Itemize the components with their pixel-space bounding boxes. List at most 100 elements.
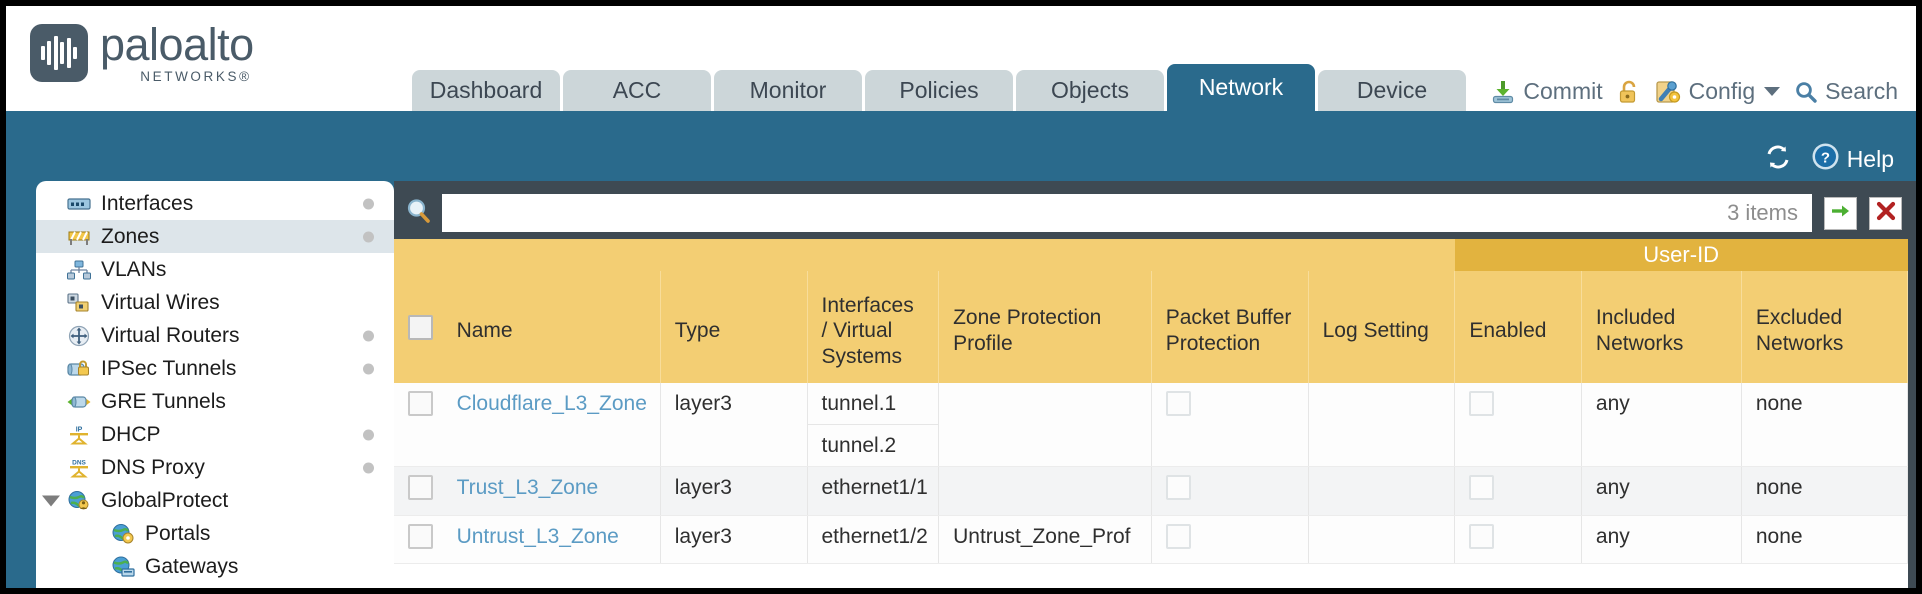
- userid-enabled-checkbox[interactable]: [1469, 391, 1495, 416]
- column-header-zone-protection-profile[interactable]: Zone Protection Profile: [938, 271, 1152, 383]
- group-header-spacer: [394, 239, 1455, 271]
- cell-excluded-networks: none: [1741, 466, 1908, 516]
- network-sidebar: Interfaces Zones: [36, 181, 394, 588]
- userid-enabled-checkbox[interactable]: [1469, 523, 1495, 549]
- collapse-triangle-icon[interactable]: [42, 495, 60, 506]
- cell-name: Trust_L3_Zone: [442, 466, 661, 516]
- search-label: Search: [1825, 78, 1898, 104]
- sidebar-item-zones[interactable]: Zones: [36, 220, 394, 253]
- search-magnifier-icon: [1794, 80, 1818, 104]
- zones-table-body: Cloudflare_L3_Zone layer3 tunnel.1 tunne…: [394, 383, 1908, 564]
- tab-monitor[interactable]: Monitor: [714, 70, 862, 111]
- sidebar-item-virtual-routers[interactable]: Virtual Routers: [36, 319, 394, 352]
- cell-interfaces: tunnel.1 tunnel.2: [807, 383, 940, 468]
- table-row[interactable]: Cloudflare_L3_Zone layer3 tunnel.1 tunne…: [394, 383, 1908, 468]
- clear-filter-button[interactable]: [1869, 196, 1902, 230]
- dns-proxy-icon: DNS: [66, 457, 92, 479]
- packet-buffer-protection-checkbox[interactable]: [1165, 523, 1191, 549]
- sidebar-item-virtual-wires[interactable]: Virtual Wires: [36, 286, 394, 319]
- cell-log-setting: [1308, 515, 1456, 564]
- config-wrench-icon: [1655, 79, 1682, 105]
- help-label: Help: [1846, 146, 1894, 172]
- config-menu[interactable]: Config: [1655, 78, 1781, 105]
- svg-text:DNS: DNS: [72, 459, 86, 466]
- cell-name: Untrust_L3_Zone: [442, 515, 661, 564]
- packet-buffer-protection-checkbox[interactable]: [1165, 475, 1191, 501]
- zone-name-link[interactable]: Trust_L3_Zone: [456, 476, 599, 500]
- apply-filter-button[interactable]: [1824, 196, 1857, 230]
- virtual-wires-icon: [66, 292, 92, 314]
- cell-userid-enabled: [1454, 466, 1582, 516]
- help-question-icon: ?: [1811, 142, 1840, 177]
- sidebar-item-gateways[interactable]: Gateways: [36, 550, 394, 583]
- sidebar-item-interfaces[interactable]: Interfaces: [36, 187, 394, 220]
- interface-entry: ethernet1/2: [821, 524, 928, 548]
- dhcp-icon: IP: [66, 424, 92, 446]
- refresh-button[interactable]: [1763, 143, 1793, 177]
- gateways-icon: [110, 556, 136, 578]
- unlock-button[interactable]: [1617, 79, 1641, 105]
- cell-userid-enabled: [1454, 383, 1582, 468]
- sidebar-item-globalprotect[interactable]: GlobalProtect: [36, 484, 394, 517]
- status-dot: [363, 462, 374, 473]
- row-checkbox[interactable]: [408, 523, 433, 549]
- help-button[interactable]: ? Help: [1811, 142, 1894, 177]
- column-header-interfaces[interactable]: Interfaces / Virtual Systems: [807, 271, 940, 383]
- column-header-excluded-networks[interactable]: Excluded Networks: [1741, 271, 1908, 383]
- cell-type: layer3: [660, 383, 808, 468]
- column-header-log-setting[interactable]: Log Setting: [1308, 271, 1456, 383]
- sidebar-item-label: Gateways: [145, 554, 239, 578]
- userid-enabled-checkbox[interactable]: [1469, 475, 1495, 501]
- sidebar-item-dhcp[interactable]: IP DHCP: [36, 418, 394, 451]
- sidebar-item-label: IPSec Tunnels: [101, 356, 237, 380]
- tab-objects[interactable]: Objects: [1016, 70, 1164, 111]
- tab-acc[interactable]: ACC: [563, 70, 711, 111]
- cell-packet-buffer-protection: [1151, 515, 1309, 564]
- chevron-down-icon[interactable]: [1764, 87, 1781, 96]
- row-checkbox[interactable]: [408, 475, 433, 501]
- search-magnifier-icon[interactable]: [404, 196, 434, 231]
- table-row[interactable]: Untrust_L3_Zone layer3 ethernet1/2 Untru…: [394, 515, 1908, 564]
- zone-name-link[interactable]: Cloudflare_L3_Zone: [456, 392, 647, 415]
- commit-button[interactable]: Commit: [1490, 78, 1603, 105]
- zone-name-link[interactable]: Untrust_L3_Zone: [456, 524, 619, 548]
- search-input-wrapper[interactable]: 3 items: [442, 194, 1812, 232]
- status-dot: [363, 330, 374, 341]
- tab-dashboard[interactable]: Dashboard: [412, 70, 560, 111]
- interface-entry: tunnel.2: [821, 434, 897, 458]
- green-arrow-apply-icon: [1830, 201, 1852, 226]
- sidebar-item-label: Portals: [145, 521, 211, 545]
- brand-logo: paloalto NETWORKS®: [30, 22, 254, 86]
- sidebar-item-vlans[interactable]: VLANs: [36, 253, 394, 286]
- column-header-enabled[interactable]: Enabled: [1454, 271, 1582, 383]
- packet-buffer-protection-checkbox[interactable]: [1165, 391, 1191, 416]
- svg-text:IP: IP: [76, 426, 83, 433]
- table-row[interactable]: Trust_L3_Zone layer3 ethernet1/1: [394, 466, 1908, 516]
- column-header-name[interactable]: Name: [442, 271, 661, 383]
- sub-header-band: ? Help: [6, 111, 1916, 181]
- column-header-packet-buffer-protection[interactable]: Packet Buffer Protection: [1151, 271, 1309, 383]
- cell-included-networks: any: [1581, 466, 1742, 516]
- column-header-type[interactable]: Type: [660, 271, 808, 383]
- commit-label: Commit: [1523, 78, 1603, 104]
- cell-interfaces: ethernet1/1: [807, 466, 940, 516]
- zones-table-head: User-ID Name Type Interfaces / Virtual S…: [394, 239, 1908, 383]
- red-x-clear-icon: [1875, 201, 1897, 226]
- svg-text:?: ?: [1821, 150, 1830, 167]
- column-header-included-networks[interactable]: Included Networks: [1581, 271, 1742, 383]
- sidebar-item-portals[interactable]: Portals: [36, 517, 394, 550]
- row-checkbox[interactable]: [408, 391, 433, 416]
- cell-packet-buffer-protection: [1151, 466, 1309, 516]
- cell-included-networks: any: [1581, 515, 1742, 564]
- tab-device[interactable]: Device: [1318, 70, 1466, 111]
- sidebar-item-gre-tunnels[interactable]: GRE Tunnels: [36, 385, 394, 418]
- search-input[interactable]: [456, 201, 1718, 225]
- sidebar-item-ipsec-tunnels[interactable]: IPSec Tunnels: [36, 352, 394, 385]
- commit-download-icon: [1490, 79, 1516, 105]
- sidebar-item-dns-proxy[interactable]: DNS DNS Proxy: [36, 451, 394, 484]
- tab-policies[interactable]: Policies: [865, 70, 1013, 111]
- tab-network[interactable]: Network: [1167, 64, 1315, 111]
- search-button[interactable]: Search: [1794, 78, 1898, 105]
- select-all-checkbox[interactable]: [408, 315, 433, 341]
- ipsec-tunnels-icon: [66, 358, 92, 380]
